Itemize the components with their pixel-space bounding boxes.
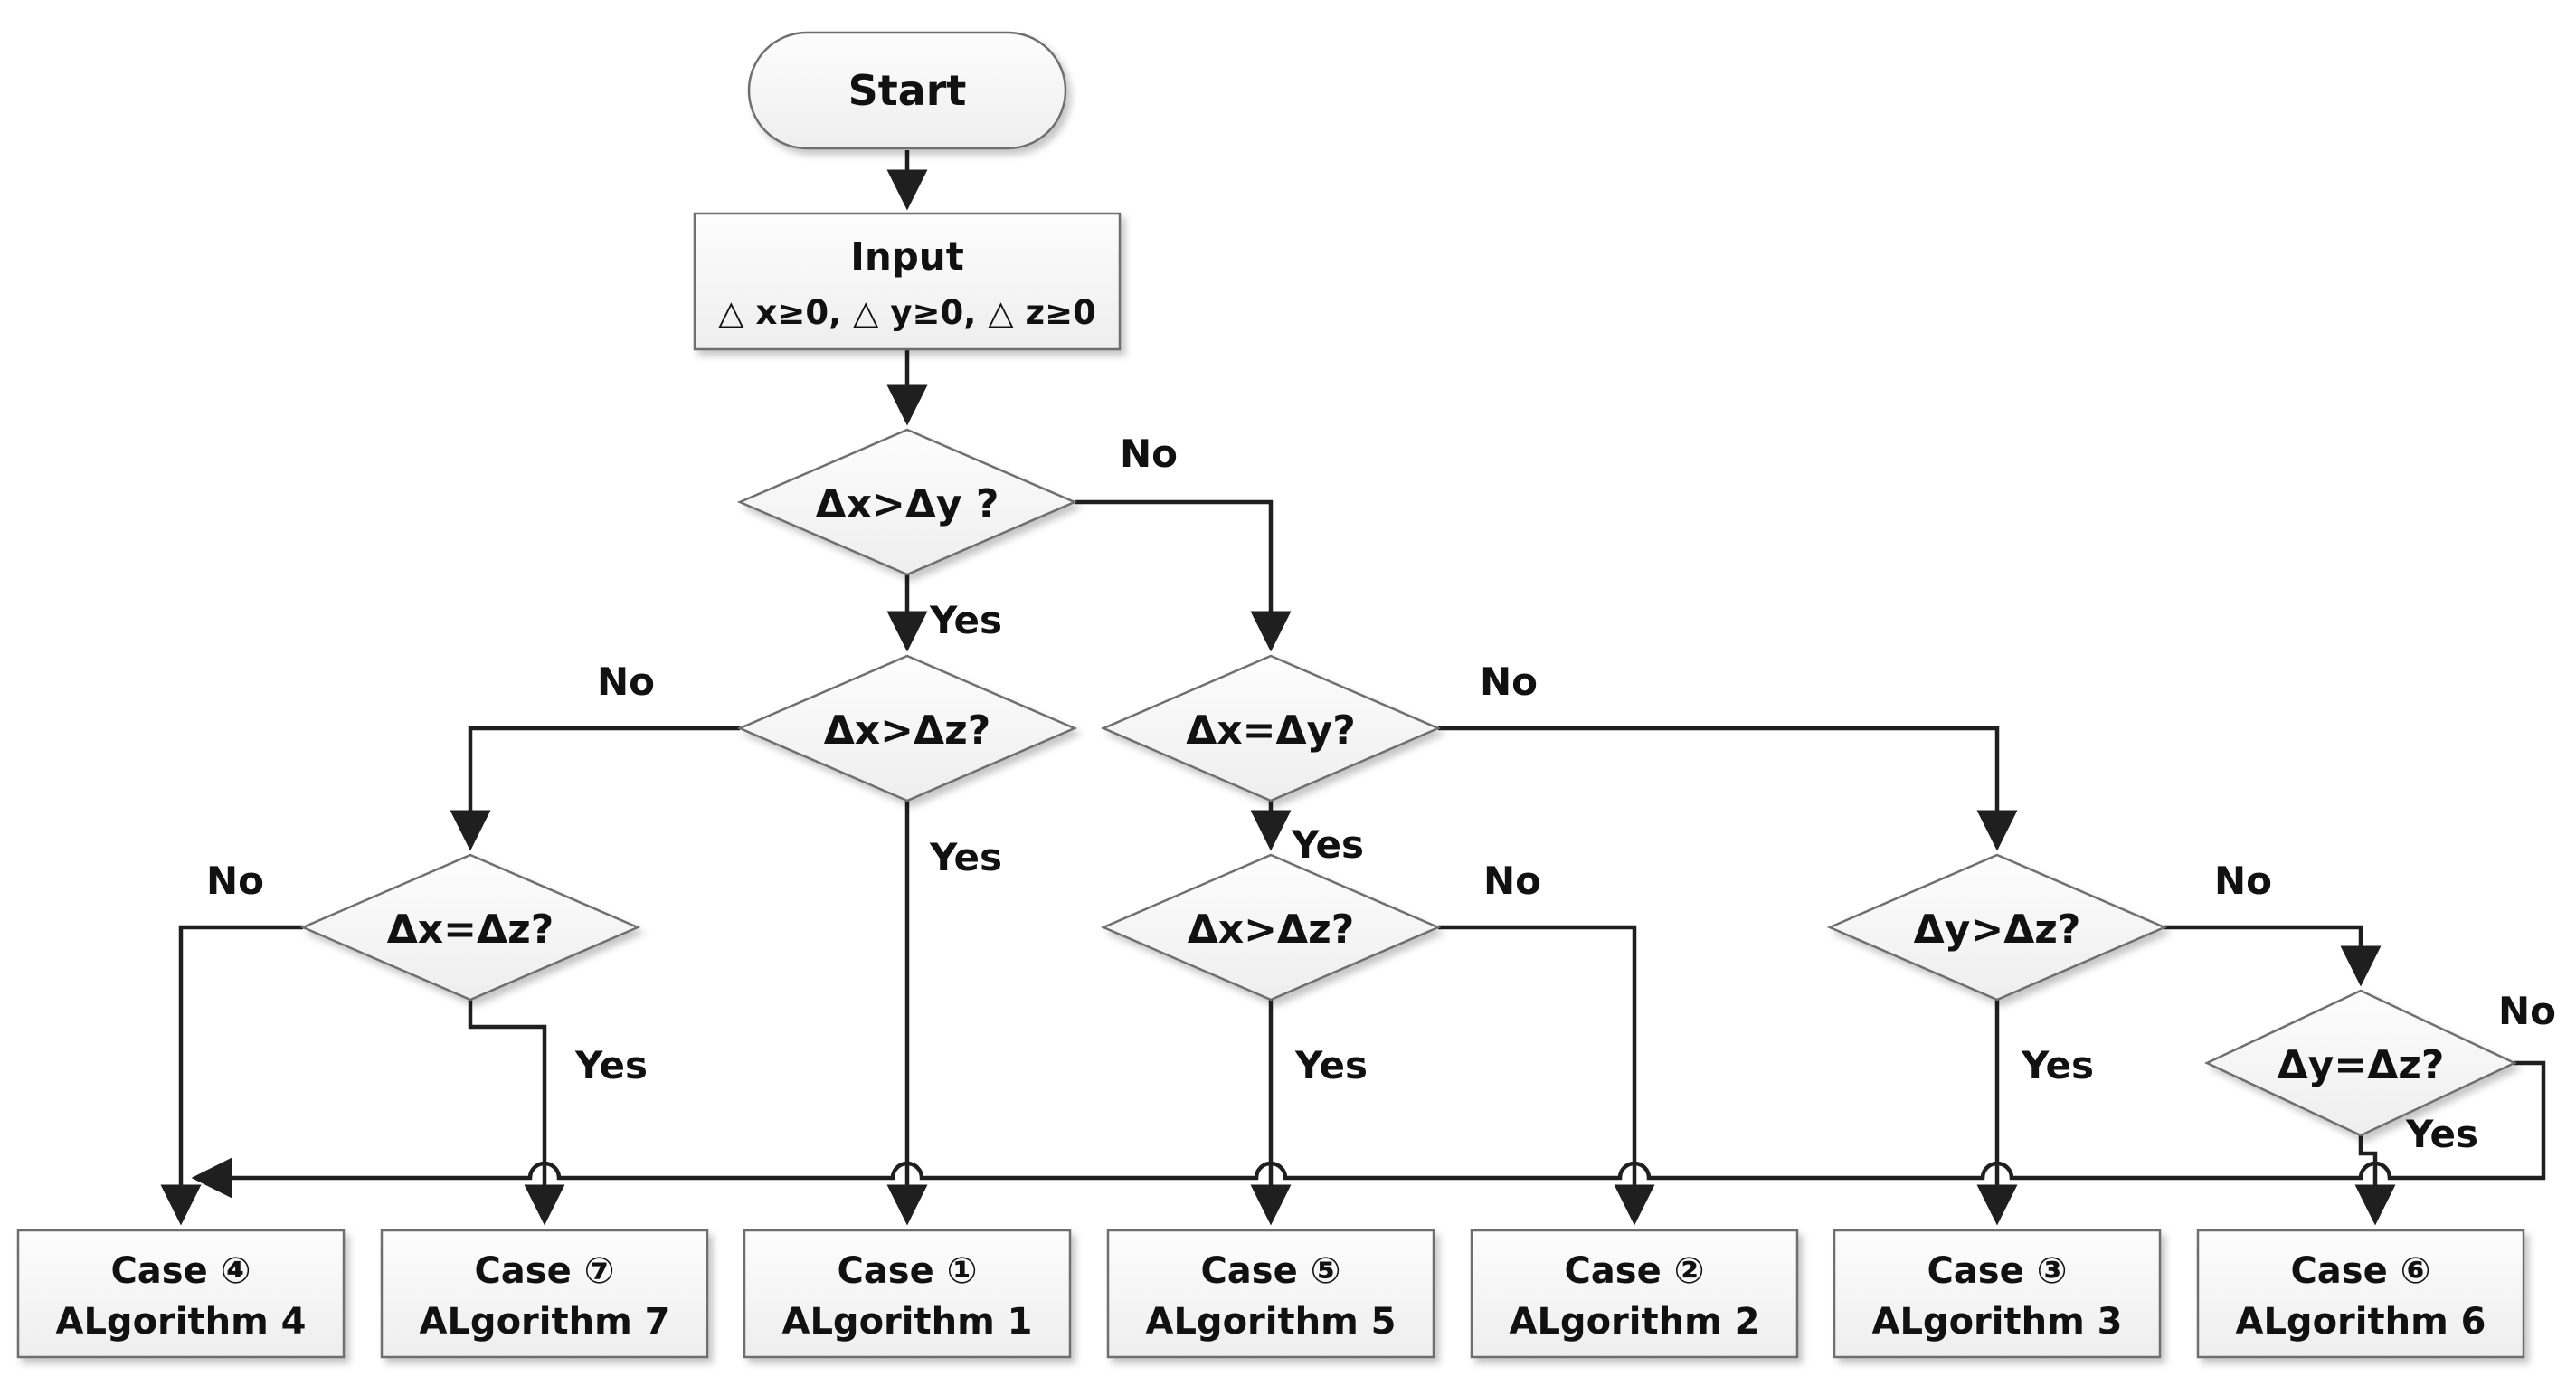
node-case-2: Case ② ALgorithm 2 xyxy=(1470,1229,1799,1359)
node-decision-dx-eq-dz: Δx=Δz? xyxy=(299,853,641,1002)
case-4-algorithm: ALgorithm 4 xyxy=(55,1301,306,1343)
label-dxy-yes: Yes xyxy=(1291,822,1364,867)
label-d6-no: No xyxy=(2214,859,2272,903)
label-d3-yes: Yes xyxy=(574,1043,648,1087)
case-3-title: Case ③ xyxy=(1927,1250,2067,1292)
edge-dxy-no xyxy=(1438,726,2018,851)
edge-d3-no xyxy=(160,925,303,1226)
label-d2-no: No xyxy=(597,660,655,704)
case-3-box xyxy=(1833,1229,2162,1359)
label-d1-no: No xyxy=(1120,432,1178,476)
case-2-box xyxy=(1470,1229,1799,1359)
label-d5-no: No xyxy=(1483,859,1541,903)
edge-d2-no xyxy=(450,726,740,851)
node-input: Input △ x≥0, △ y≥0, △ z≥0 xyxy=(693,212,1122,351)
node-decision-dx-gt-dz-left: Δx>Δz? xyxy=(736,654,1078,802)
case-5-title: Case ⑤ xyxy=(1200,1250,1340,1292)
input-box xyxy=(693,212,1122,351)
label-d1-yes: Yes xyxy=(929,598,1002,642)
case-4-box xyxy=(16,1229,346,1359)
case-6-algorithm: ALgorithm 6 xyxy=(2235,1301,2486,1343)
diamond-dx-eq-dy xyxy=(1100,654,1442,802)
input-title: Input xyxy=(850,234,964,279)
case-1-title: Case ① xyxy=(837,1250,977,1292)
node-decision-dx-eq-dy: Δx=Δy? xyxy=(1100,654,1442,802)
case-7-title: Case ⑦ xyxy=(474,1250,614,1292)
diamond-dy-gt-dz xyxy=(1826,853,2168,1002)
case-2-title: Case ② xyxy=(1564,1250,1704,1292)
node-case-6: Case ⑥ ALgorithm 6 xyxy=(2196,1229,2525,1359)
node-case-7: Case ⑦ ALgorithm 7 xyxy=(380,1229,709,1359)
case-5-algorithm: ALgorithm 5 xyxy=(1145,1301,1396,1343)
diamond-dy-gt-dz-label: Δy>Δz? xyxy=(1914,907,2081,953)
label-d2-yes: Yes xyxy=(929,835,1002,879)
case-3-algorithm: ALgorithm 3 xyxy=(1871,1301,2122,1343)
node-decision-dy-eq-dz: Δy=Δz? xyxy=(2204,989,2517,1137)
edge-d6-no xyxy=(2164,925,2382,987)
input-conditions: △ x≥0, △ y≥0, △ z≥0 xyxy=(718,293,1096,332)
edge-labels: Yes No Yes No Yes No Yes No Yes No Yes N… xyxy=(206,432,2556,1156)
label-d3-no: No xyxy=(206,859,264,903)
diamond-dy-eq-dz xyxy=(2204,989,2517,1137)
edge-d3-yes xyxy=(468,1000,565,1226)
diamond-dx-gt-dz-left xyxy=(736,654,1078,802)
diamond-dx-eq-dz xyxy=(299,853,641,1002)
edge-d1-no xyxy=(1075,499,1292,652)
node-decision-dx-gt-dz-mid: Δx>Δz? xyxy=(1100,853,1442,1002)
diamond-dx-eq-dy-label: Δx=Δy? xyxy=(1186,707,1356,754)
diamond-dx-gt-dy xyxy=(736,428,1078,576)
case-7-algorithm: ALgorithm 7 xyxy=(419,1301,669,1343)
label-d7-no: No xyxy=(2498,989,2556,1033)
diamond-dx-gt-dz-mid-label: Δx>Δz? xyxy=(1188,907,1355,953)
label-d7-yes: Yes xyxy=(2405,1112,2478,1156)
case-1-algorithm: ALgorithm 1 xyxy=(781,1301,1032,1343)
case-1-box xyxy=(743,1229,1072,1359)
case-7-box xyxy=(380,1229,709,1359)
node-decision-dx-gt-dy: Δx>Δy ? xyxy=(736,428,1078,576)
diamond-dx-gt-dy-label: Δx>Δy ? xyxy=(816,481,999,527)
node-case-1: Case ① ALgorithm 1 xyxy=(743,1229,1072,1359)
start-terminal xyxy=(747,31,1067,150)
edge-d5-no xyxy=(1438,925,1655,1226)
label-d5-yes: Yes xyxy=(1294,1043,1368,1087)
case-5-box xyxy=(1106,1229,1435,1359)
diamond-dx-gt-dz-mid xyxy=(1100,853,1442,1002)
node-decision-dy-gt-dz: Δy>Δz? xyxy=(1826,853,2168,1002)
diamond-dy-eq-dz-label: Δy=Δz? xyxy=(2278,1042,2445,1088)
case-4-title: Case ④ xyxy=(110,1250,251,1292)
node-start: Start xyxy=(747,31,1067,150)
edge-d7-yes xyxy=(2354,1135,2396,1226)
start-label: Start xyxy=(848,66,967,115)
case-6-title: Case ⑥ xyxy=(2290,1250,2430,1292)
case-6-box xyxy=(2196,1229,2525,1359)
edge-d7-no-collector xyxy=(191,1060,2546,1199)
node-case-4: Case ④ ALgorithm 4 xyxy=(16,1229,346,1359)
node-case-5: Case ⑤ ALgorithm 5 xyxy=(1106,1229,1435,1359)
node-case-3: Case ③ ALgorithm 3 xyxy=(1833,1229,2162,1359)
diamond-dx-eq-dz-label: Δx=Δz? xyxy=(387,907,554,953)
label-dxy-no: No xyxy=(1480,660,1538,704)
case-2-algorithm: ALgorithm 2 xyxy=(1509,1301,1759,1343)
label-d6-yes: Yes xyxy=(2021,1043,2094,1087)
edges xyxy=(160,150,2546,1226)
diamond-dx-gt-dz-left-label: Δx>Δz? xyxy=(824,707,991,754)
